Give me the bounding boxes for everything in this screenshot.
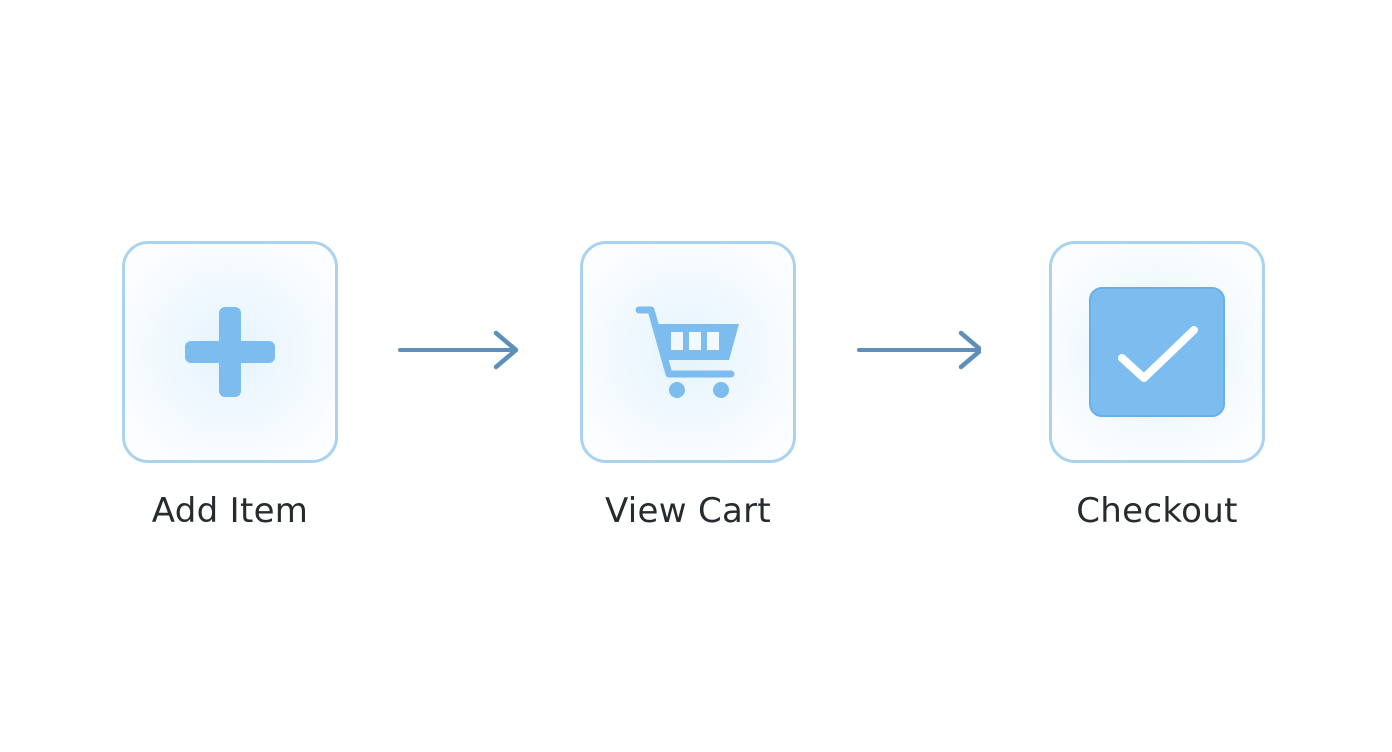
add-item-card[interactable] xyxy=(122,241,338,463)
plus-icon xyxy=(180,302,280,402)
arrow-right-icon xyxy=(857,330,981,370)
arrow-right-icon xyxy=(398,330,519,370)
shopping-cart-icon xyxy=(633,302,743,402)
step-checkout: Checkout xyxy=(1049,241,1269,531)
step-label-checkout: Checkout xyxy=(1076,491,1238,531)
step-label-add-item: Add Item xyxy=(151,491,309,531)
step-add-item: Add Item xyxy=(122,241,342,531)
step-label-view-cart: View Cart xyxy=(604,491,772,531)
step-view-cart: View Cart xyxy=(580,241,800,531)
checkmark-icon xyxy=(1088,286,1226,418)
view-cart-card[interactable] xyxy=(580,241,796,463)
checkout-card[interactable] xyxy=(1049,241,1265,463)
